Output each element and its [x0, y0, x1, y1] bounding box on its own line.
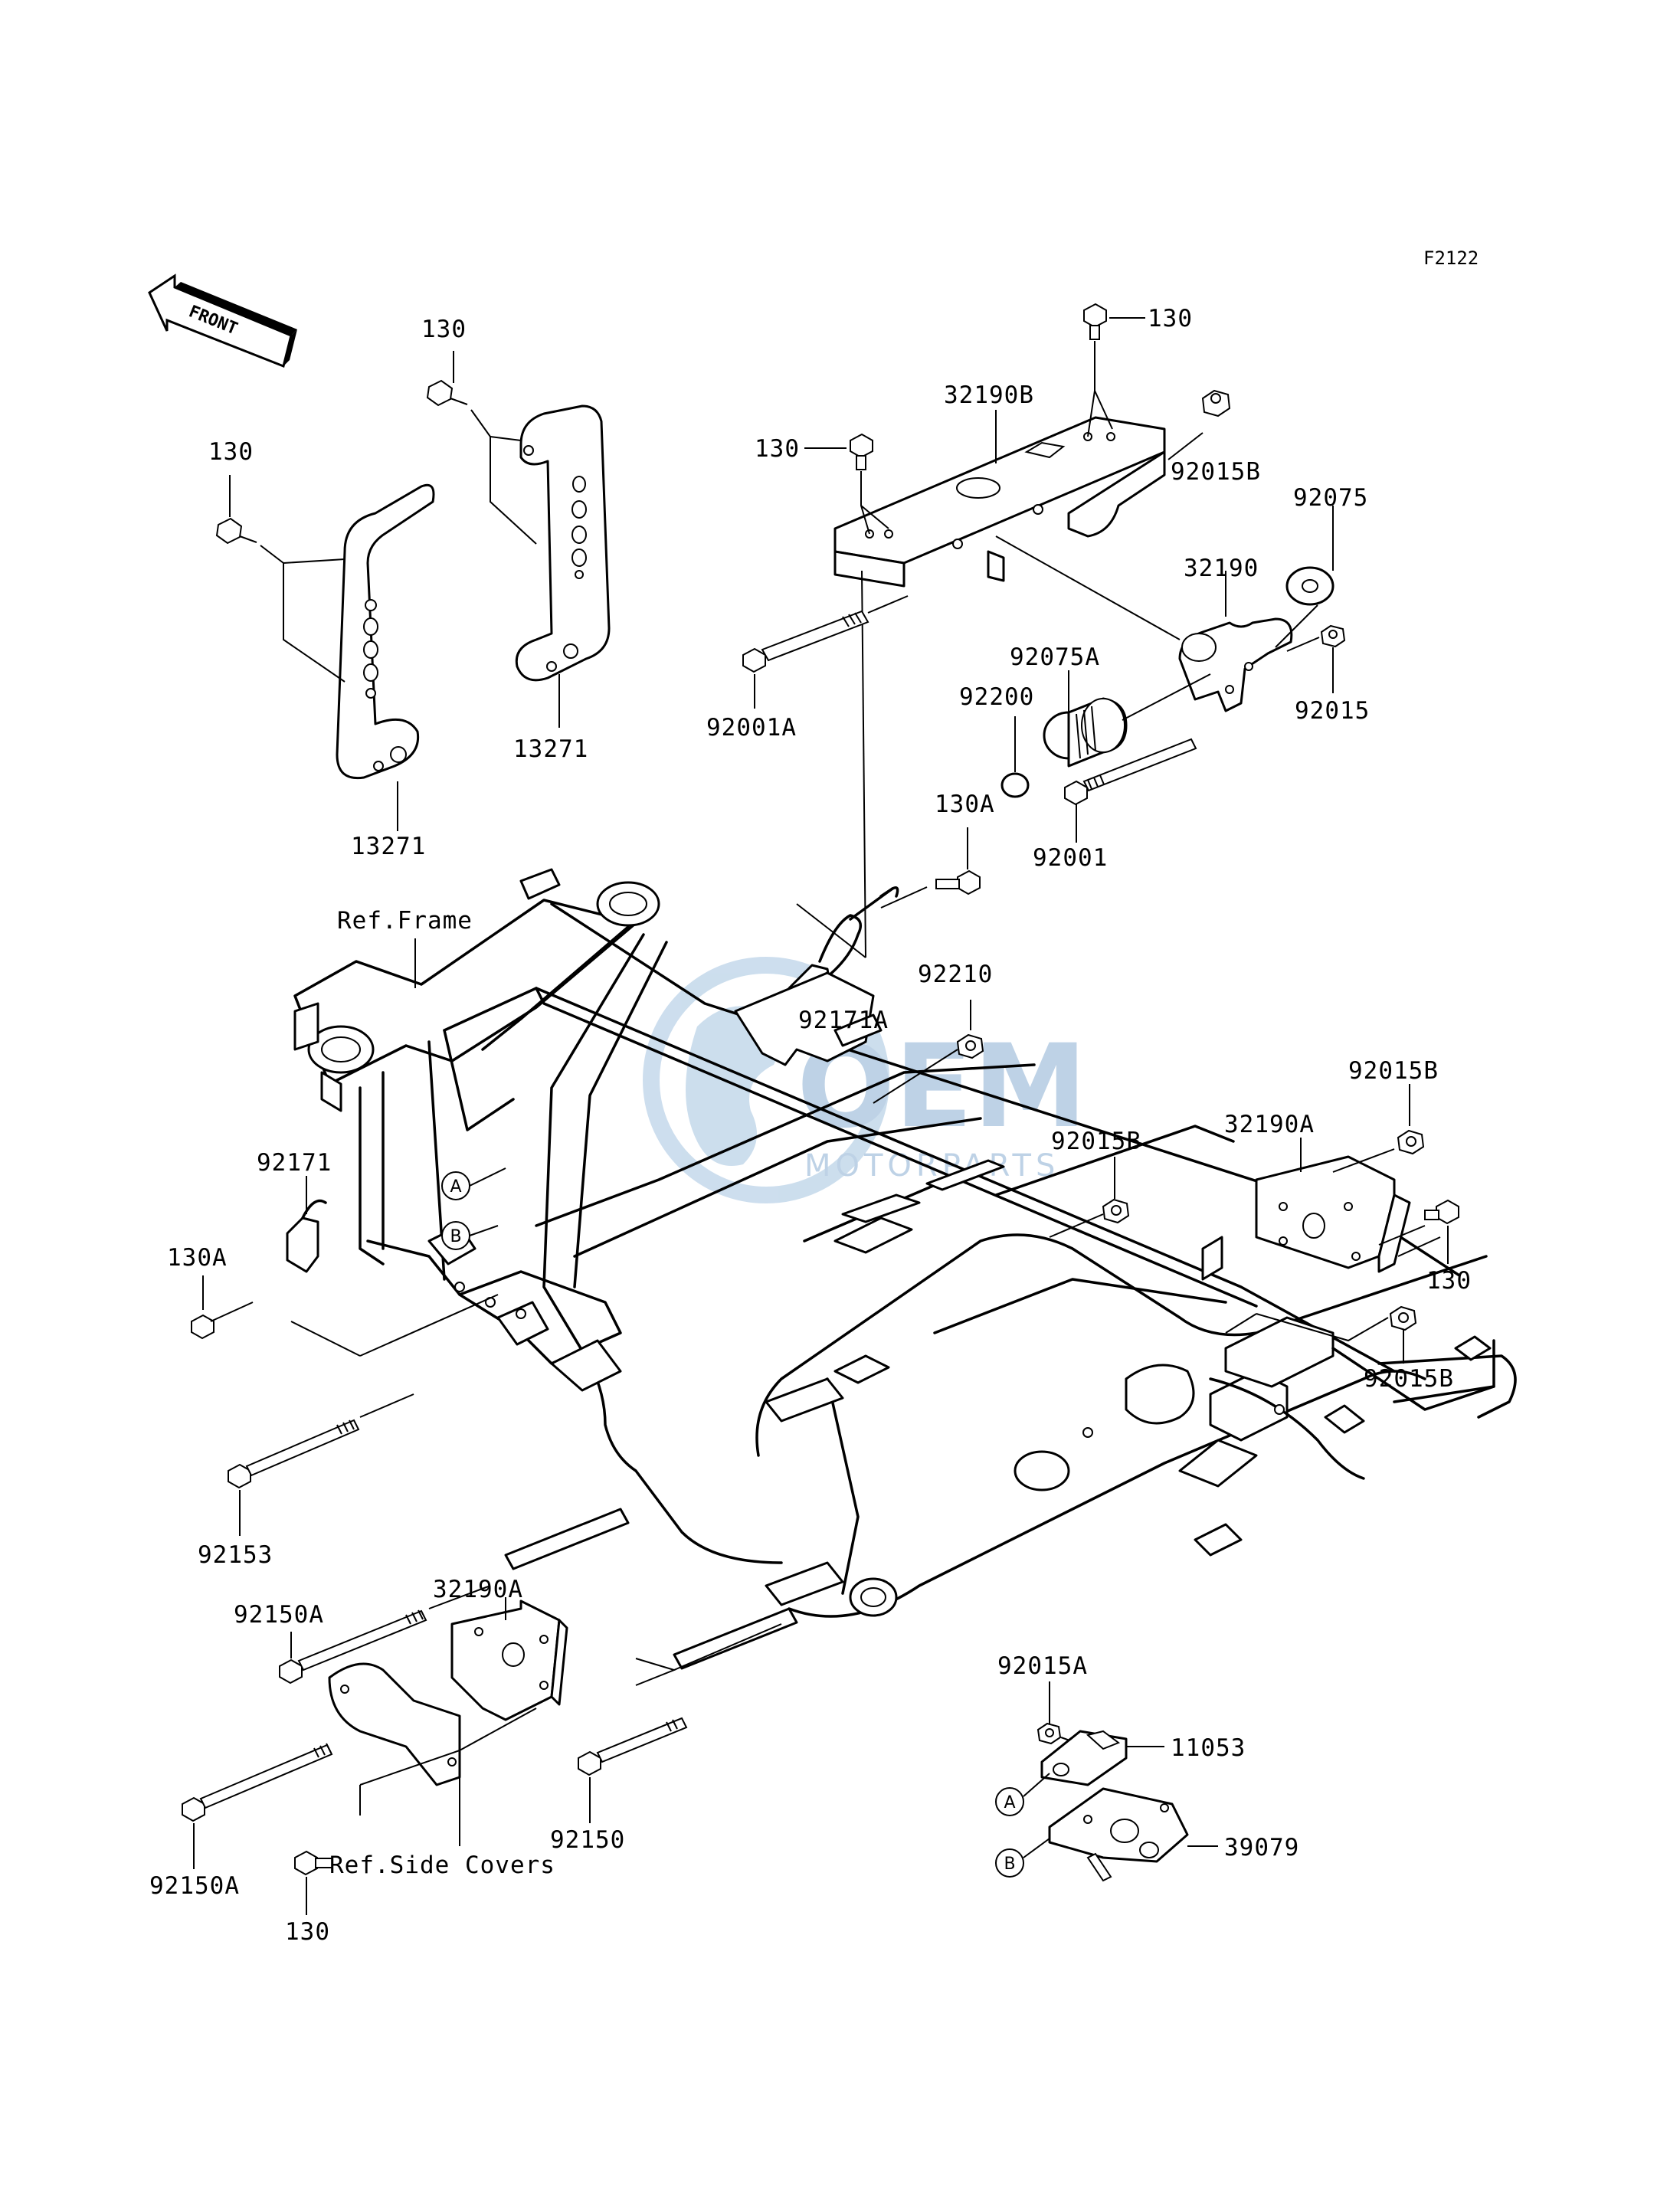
label-13271-left: 13271 — [351, 833, 426, 860]
plate-39079 — [1048, 1787, 1189, 1882]
label-ref-frame: Ref.Frame — [337, 907, 473, 935]
label-32190: 32190 — [1184, 555, 1259, 582]
label-92015A: 92015A — [997, 1652, 1088, 1680]
label-130-top: 130 — [1148, 305, 1193, 332]
label-130A-left: 130A — [167, 1244, 228, 1272]
ref-marker-a: A — [441, 1171, 470, 1200]
label-92015B-right: 92015B — [1348, 1057, 1439, 1085]
label-39079: 39079 — [1224, 1834, 1299, 1861]
bolt-92001-icon — [1064, 738, 1197, 843]
label-13271-right: 13271 — [513, 735, 588, 763]
bolt-92150A-low-icon — [182, 1743, 333, 1869]
label-92075: 92075 — [1293, 484, 1368, 512]
label-130-right: 130 — [1426, 1267, 1472, 1295]
ref-marker-b-low-label: B — [1004, 1855, 1015, 1874]
nut-92015B-icon — [1201, 389, 1231, 417]
front-arrow-icon: FRONT — [148, 273, 297, 368]
label-11053: 11053 — [1171, 1734, 1246, 1762]
bolt-130-bottom-icon — [294, 1850, 333, 1915]
label-92001: 92001 — [1033, 844, 1108, 872]
label-92200: 92200 — [959, 683, 1034, 711]
bolt-130A-left-icon — [191, 1275, 254, 1340]
bolt-92150A-top-icon — [279, 1585, 491, 1685]
holder-32190 — [1178, 617, 1293, 712]
label-ref-side-covers: Ref.Side Covers — [329, 1852, 555, 1879]
label-32190A-right: 32190A — [1224, 1111, 1315, 1138]
leaders-upper-mount — [796, 341, 1204, 958]
watermark-sub: MOTORPARTS — [804, 1148, 1059, 1184]
label-130-mid: 130 — [755, 435, 800, 463]
nut-92015B-right-icon — [1397, 1129, 1425, 1155]
bolt-130-icon — [215, 379, 468, 545]
ref-marker-a-low: A — [995, 1787, 1024, 1816]
clip-92171-icon — [286, 1176, 327, 1273]
figure-code: F2122 — [1423, 247, 1479, 269]
label-92150: 92150 — [550, 1826, 625, 1854]
nut-92015B-mid-icon — [1102, 1198, 1130, 1224]
ref-marker-b-low: B — [995, 1848, 1024, 1878]
label-92150A-top: 92150A — [234, 1601, 324, 1629]
bolt-92001A-icon — [742, 595, 909, 709]
label-32190B: 32190B — [944, 381, 1034, 409]
label-92015: 92015 — [1295, 697, 1370, 725]
cover-bracket-ref-side — [328, 1662, 461, 1786]
label-92075A: 92075A — [1010, 643, 1100, 671]
bolt-130-right-icon — [1424, 1199, 1459, 1264]
bracket-11053 — [1040, 1730, 1128, 1786]
label-92171A: 92171A — [798, 1007, 889, 1034]
label-130-top-left-b: 130 — [421, 316, 467, 343]
main-frame — [293, 868, 1517, 1670]
bolt-92150-icon — [578, 1717, 688, 1823]
label-92210: 92210 — [918, 961, 993, 988]
callout-labels: 130 130 13271 13271 130 32190B 130 92015… — [149, 305, 1472, 1946]
label-130-top-left-a: 130 — [208, 438, 254, 466]
leaders-top-left — [229, 351, 560, 831]
label-130A-top: 130A — [935, 791, 995, 818]
bracket-13271-right — [515, 404, 611, 682]
label-92015B-low: 92015B — [1364, 1365, 1454, 1393]
washer-92075-icon — [1285, 566, 1335, 606]
label-92015B-mid: 92015B — [1051, 1128, 1141, 1155]
label-130-bottom: 130 — [285, 1918, 330, 1946]
label-32190A-low: 32190A — [433, 1576, 523, 1603]
label-92153: 92153 — [198, 1541, 273, 1569]
label-92001A: 92001A — [706, 714, 797, 742]
washer-92200-icon — [1000, 772, 1030, 798]
nut-92015B-low-icon — [1389, 1305, 1417, 1331]
ref-marker-b: B — [441, 1221, 470, 1250]
label-92150A-low: 92150A — [149, 1872, 240, 1900]
bolt-130A-icon — [880, 827, 981, 909]
bracket-13271-left — [336, 483, 435, 780]
label-92015B-top: 92015B — [1171, 458, 1261, 486]
nut-92015-icon — [1320, 624, 1346, 648]
ref-marker-a-label: A — [450, 1177, 461, 1197]
nut-92210-icon — [956, 1033, 984, 1059]
bracket-32190A-right — [1255, 1155, 1411, 1273]
ref-marker-b-label: B — [450, 1227, 461, 1246]
nut-92015A-icon — [1036, 1722, 1062, 1745]
bushing-92075A-icon — [1043, 697, 1128, 768]
mount-bracket-32190B — [833, 416, 1166, 588]
ref-marker-a-low-label: A — [1004, 1793, 1015, 1812]
label-92171: 92171 — [257, 1149, 332, 1177]
bracket-32190A-low — [450, 1599, 568, 1721]
bolt-92153-icon — [228, 1393, 414, 1536]
bolt-130-upper-icon — [804, 303, 1145, 470]
